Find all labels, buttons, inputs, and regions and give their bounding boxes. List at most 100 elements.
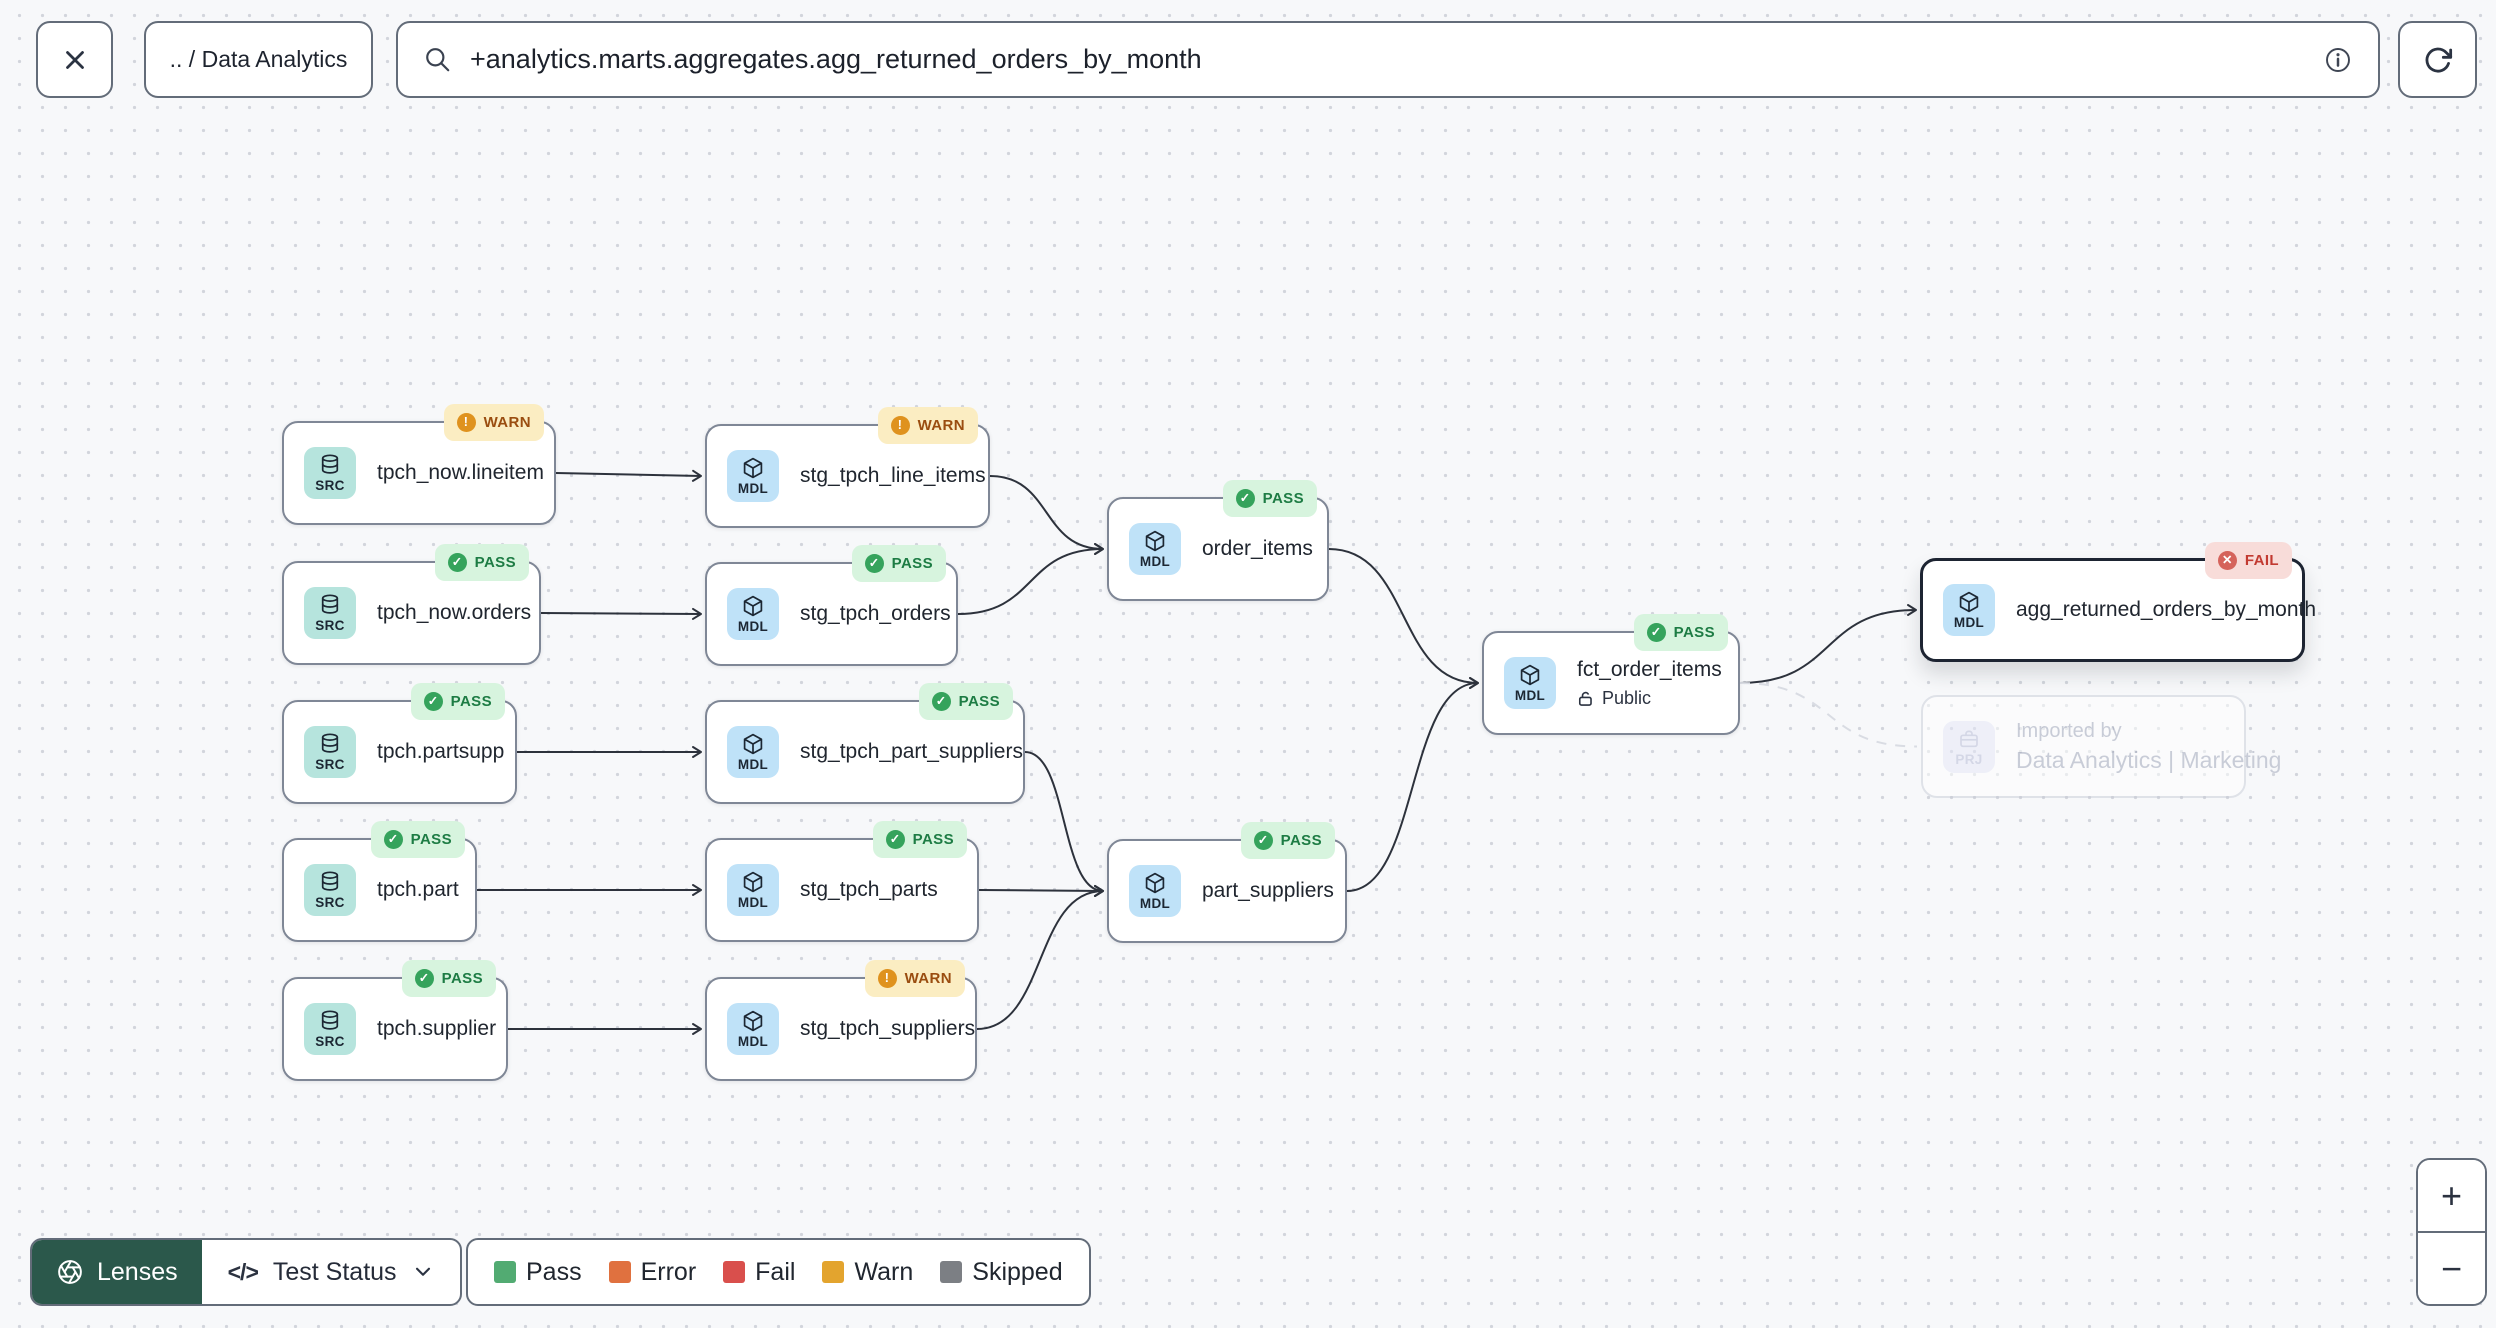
database-icon <box>321 454 339 474</box>
node-type-label: MDL <box>1139 554 1171 569</box>
node-type-badge-mdl: MDL <box>727 1003 779 1055</box>
cube-icon <box>743 457 763 479</box>
node-type-label: MDL <box>737 481 769 496</box>
status-label: FAIL <box>2244 552 2279 569</box>
legend-label: Warn <box>854 1257 914 1286</box>
aperture-icon <box>58 1260 82 1284</box>
close-button[interactable] <box>36 21 113 98</box>
status-label: PASS <box>1280 832 1322 849</box>
status-badge-pass: ✓ PASS <box>410 683 505 720</box>
legend-item-fail: Fail <box>723 1258 795 1287</box>
node-type-label: SRC <box>315 757 345 772</box>
search-input[interactable] <box>470 44 2306 75</box>
node-type-label: MDL <box>1514 688 1546 703</box>
node-type-label: MDL <box>1953 615 1985 630</box>
node-tpch_now_orders[interactable]: SRC tpch_now.orders ✓ PASS <box>282 544 541 665</box>
edge-stg_tpch_part_suppliers-to-part_suppliers <box>1024 751 1104 897</box>
cube-icon <box>1520 664 1540 686</box>
status-label: PASS <box>474 554 516 571</box>
node-label: stg_tpch_suppliers <box>800 1017 976 1040</box>
refresh-button[interactable] <box>2398 21 2477 98</box>
status-label: PASS <box>958 693 1000 710</box>
status-label: PASS <box>1262 490 1304 507</box>
node-type-label: SRC <box>315 618 345 633</box>
database-icon <box>321 733 339 753</box>
node-label: stg_tpch_part_suppliers <box>800 740 1023 763</box>
status-badge-pass: ✓ PASS <box>918 683 1013 720</box>
zoom-in-button[interactable]: + <box>2418 1160 2485 1231</box>
selected-lens-label: Test Status <box>272 1257 397 1286</box>
edge-tpch_now_lineitem-to-stg_tpch_line_items <box>555 469 702 482</box>
database-icon <box>321 594 339 614</box>
cube-icon <box>743 871 763 893</box>
node-type-label: MDL <box>737 757 769 772</box>
legend-label: Pass <box>526 1257 582 1286</box>
imported-project-name: Data Analytics | Marketing <box>2016 746 2282 773</box>
status-dot-icon: ✓ <box>383 830 403 849</box>
node-type-label: MDL <box>737 1034 769 1049</box>
legend-swatch <box>940 1261 963 1283</box>
node-label: tpch_now.orders <box>377 601 532 624</box>
legend-item-error: Error <box>608 1257 697 1287</box>
edge-stg_tpch_orders-to-order_items <box>957 543 1104 615</box>
node-type-label: MDL <box>1139 896 1171 911</box>
edge-stg_tpch_suppliers-to-part_suppliers <box>976 885 1104 1030</box>
node-type-badge-mdl: MDL <box>727 726 779 778</box>
node-type-label: SRC <box>315 478 345 493</box>
cube-icon <box>743 595 763 617</box>
cube-icon <box>743 1010 763 1032</box>
zoom-out-button[interactable]: − <box>2418 1233 2485 1304</box>
status-dot-icon: ✕ <box>2217 551 2237 570</box>
node-type-badge-mdl: MDL <box>727 450 779 502</box>
node-type-badge-src: SRC <box>304 864 356 916</box>
info-icon[interactable] <box>2324 46 2352 74</box>
node-imported_by_project[interactable]: PRJ Imported by Data Analytics | Marketi… <box>1921 695 2281 798</box>
lens-selector[interactable]: </> Test Status <box>202 1240 460 1304</box>
status-dot-icon: ✓ <box>864 554 884 573</box>
node-type-label: PRJ <box>1955 751 1983 767</box>
node-type-label: MDL <box>737 619 769 634</box>
status-badge-pass: ✓ PASS <box>1633 614 1728 651</box>
status-badge-pass: ✓ PASS <box>434 544 529 581</box>
node-type-badge-mdl: MDL <box>727 864 779 916</box>
status-label: PASS <box>450 693 492 710</box>
node-label: stg_tpch_line_items <box>800 464 986 487</box>
node-stg_tpch_part_suppliers[interactable]: MDL stg_tpch_part_suppliers ✓ PASS <box>705 683 1025 804</box>
node-label: stg_tpch_orders <box>800 602 951 625</box>
legend-label: Error <box>640 1257 697 1286</box>
lenses-button[interactable]: Lenses <box>32 1240 202 1304</box>
status-dot-icon: ✓ <box>423 692 443 711</box>
public-lock-icon <box>1578 691 1592 706</box>
node-type-badge-src: SRC <box>304 1003 356 1055</box>
imported-by-label: Imported by <box>2016 719 2122 742</box>
status-badge-warn: ! WARN <box>443 404 544 441</box>
database-icon <box>321 1010 339 1030</box>
status-label: WARN <box>483 414 531 431</box>
node-label: tpch.supplier <box>377 1017 497 1040</box>
node-type-badge-mdl: MDL <box>1943 584 1995 636</box>
refresh-icon <box>2425 47 2452 73</box>
lenses-label: Lenses <box>97 1257 178 1286</box>
status-dot-icon: ✓ <box>885 830 905 849</box>
code-icon: </> <box>227 1258 259 1285</box>
breadcrumb[interactable]: .. / Data Analytics <box>144 21 373 98</box>
node-type-label: SRC <box>315 895 345 910</box>
cube-icon <box>1145 530 1165 552</box>
status-dot-icon: ! <box>456 413 476 432</box>
node-type-badge-mdl: MDL <box>1129 523 1181 575</box>
